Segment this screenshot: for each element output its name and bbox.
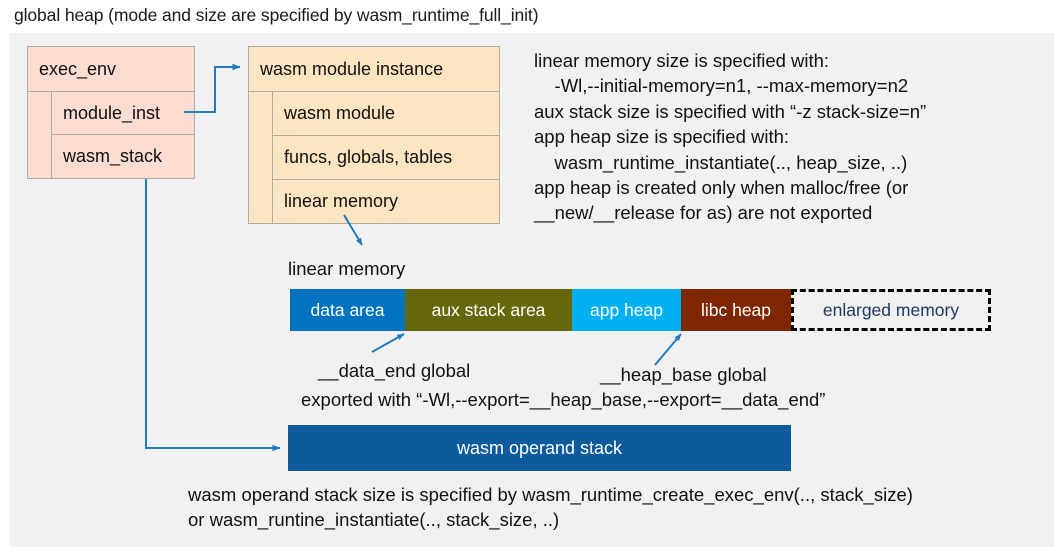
wasm-stack-label: wasm_stack xyxy=(63,146,163,166)
annotation-exported-with: exported with “-Wl,--export=__heap_base,… xyxy=(301,389,826,410)
module-instance-field-linear-memory: linear memory xyxy=(272,179,500,224)
module-instance-gutter xyxy=(248,91,273,224)
module-instance-header-label: wasm module instance xyxy=(260,58,444,79)
linear-memory-field-label: linear memory xyxy=(284,191,399,211)
memory-segment-libc-heap: libc heap xyxy=(681,289,791,331)
memory-segment-data-area: data area xyxy=(290,289,405,331)
memory-segment-label: libc heap xyxy=(700,299,772,320)
exec-env-header: exec_env xyxy=(27,46,195,92)
memory-segment-label: app heap xyxy=(590,299,663,320)
operand-stack-note: wasm operand stack size is specified by … xyxy=(188,484,913,531)
memory-segment-label: data area xyxy=(310,299,385,320)
module-inst-label: module_inst xyxy=(63,102,161,123)
page-title: global heap (mode and size are specified… xyxy=(14,5,539,25)
exec-env-field-wasm-stack: wasm_stack xyxy=(51,134,195,179)
wasm-module-instance-group: wasm module instance wasm module funcs, … xyxy=(248,46,500,224)
wasm-operand-stack-bar: wasm operand stack xyxy=(288,425,791,471)
wasm-operand-stack-label: wasm operand stack xyxy=(456,437,623,458)
module-instance-field-funcs-globals-tables: funcs, globals, tables xyxy=(272,135,500,180)
memory-config-notes: linear memory size is specified with: -W… xyxy=(534,50,927,224)
linear-memory-caption: linear memory xyxy=(288,258,406,279)
exec-env-header-label: exec_env xyxy=(39,58,117,79)
exec-env-group: exec_env module_inst wasm_stack xyxy=(27,46,195,179)
module-instance-field-wasm-module: wasm module xyxy=(272,91,500,136)
wasm-module-label: wasm module xyxy=(284,103,396,123)
exec-env-field-module-inst: module_inst xyxy=(51,91,195,135)
annotation-data-end: __data_end global xyxy=(318,360,471,381)
exec-env-gutter xyxy=(27,91,52,179)
memory-segment-label: enlarged memory xyxy=(822,299,960,320)
funcs-globals-tables-label: funcs, globals, tables xyxy=(284,147,453,167)
annotation-heap-base: __heap_base global xyxy=(600,364,767,385)
module-instance-header: wasm module instance xyxy=(248,46,500,92)
memory-segment-enlarged-memory: enlarged memory xyxy=(791,289,991,331)
memory-segment-label: aux stack area xyxy=(431,299,546,320)
linear-memory-bar: data area aux stack area app heap libc h… xyxy=(290,289,991,331)
memory-segment-aux-stack-area: aux stack area xyxy=(405,289,572,331)
memory-segment-app-heap: app heap xyxy=(572,289,681,331)
